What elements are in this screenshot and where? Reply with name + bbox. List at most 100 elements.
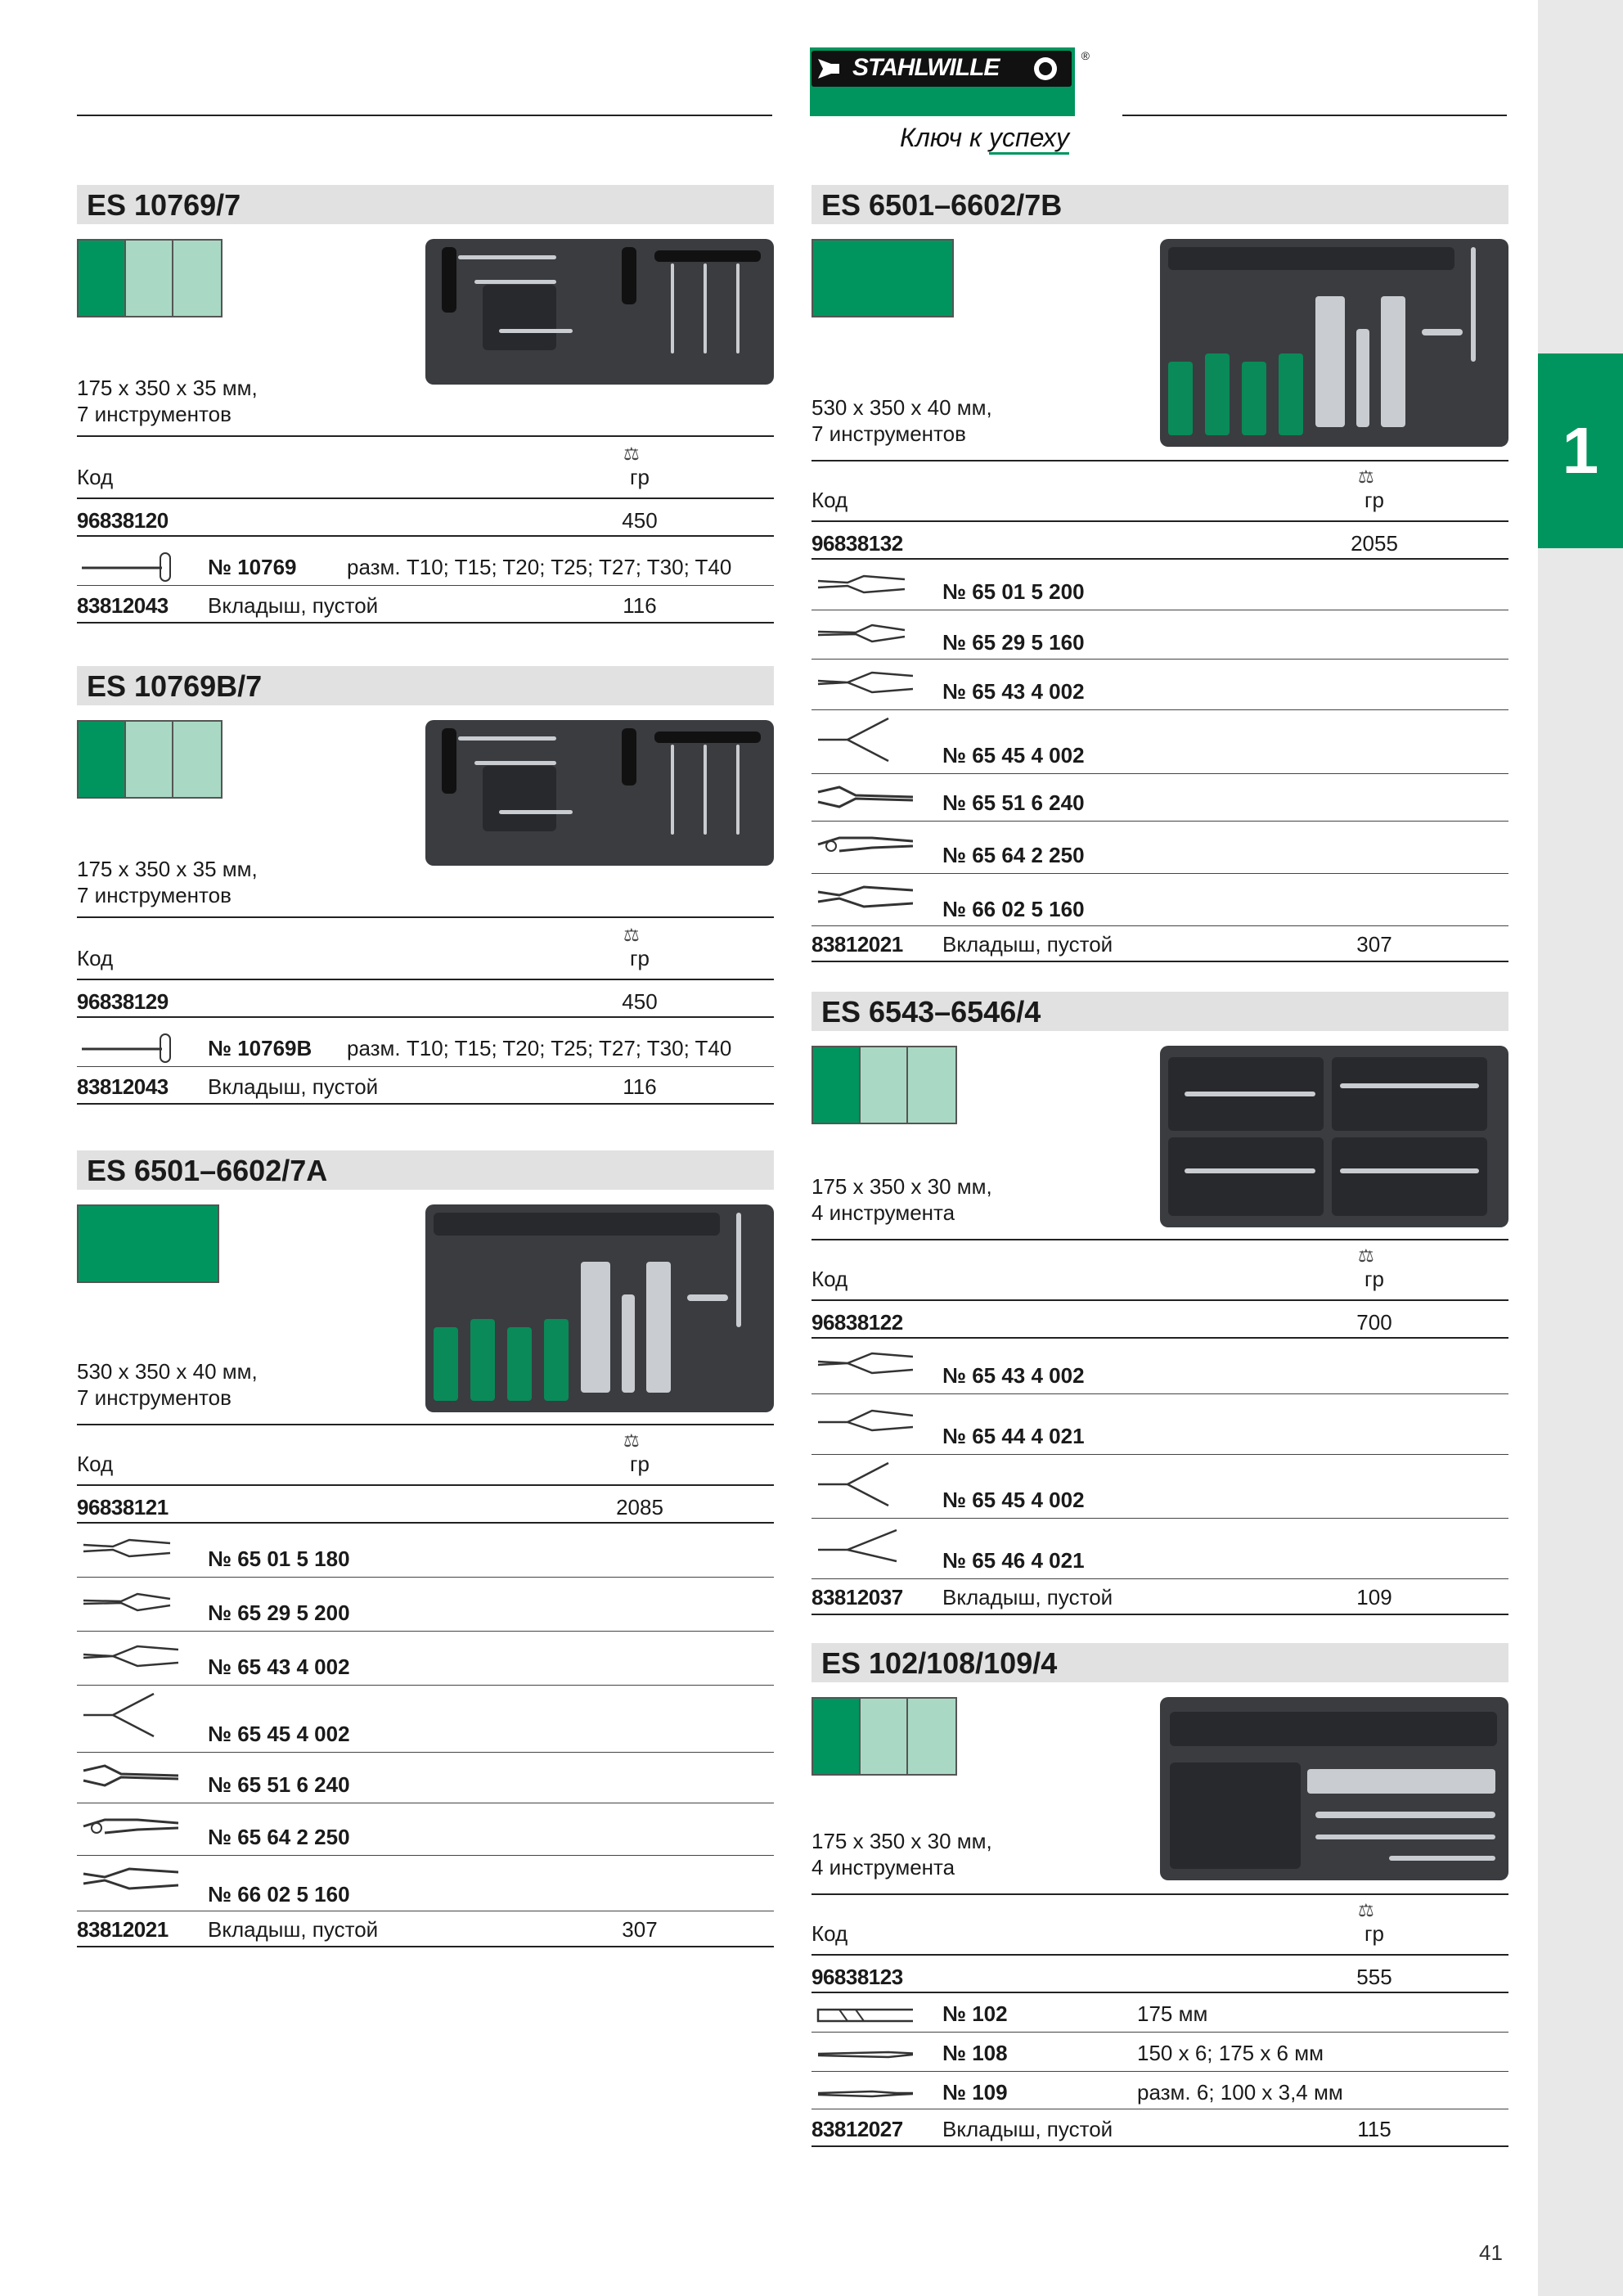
t-handle-icon <box>82 552 171 582</box>
swatch <box>908 1047 955 1123</box>
insert-label: Вкладыш, пустой <box>208 1074 379 1099</box>
wrench-icon <box>818 59 839 79</box>
rule <box>812 1239 1508 1240</box>
item-row: № 65 45 4 002 <box>77 1687 774 1753</box>
item-number: № 65 01 5 180 <box>208 1546 350 1571</box>
rule <box>812 460 1508 461</box>
color-swatches <box>77 1204 219 1283</box>
gear-icon <box>1034 57 1057 80</box>
item-number: № 65 44 4 021 <box>942 1424 1085 1448</box>
item-number: № 10769 <box>208 555 297 579</box>
circlip-pliers-open-icon <box>83 1692 155 1738</box>
item-number: № 65 43 4 002 <box>942 1363 1085 1388</box>
product-block-1: ES 10769/7 175 x 350 x 35 мм, 7 инструме… <box>77 185 774 639</box>
product-photo <box>425 1204 774 1412</box>
flat-nose-pliers-icon <box>83 1592 171 1612</box>
item-row: № 65 29 5 200 <box>77 1579 774 1632</box>
tool-count-text: 7 инструментов <box>77 1385 232 1410</box>
item-row: № 109 разм. 6; 100 x 3,4 мм <box>812 2073 1508 2109</box>
side-band <box>1538 0 1623 2296</box>
item-row: № 65 51 6 240 <box>812 776 1508 822</box>
insert-label: Вкладыш, пустой <box>208 1917 379 1942</box>
color-swatches <box>77 239 223 317</box>
tool-count-text: 7 инструментов <box>812 421 966 446</box>
brand-slogan: Ключ к успеху <box>900 123 1069 155</box>
circlip-pliers-icon <box>817 1352 913 1375</box>
set-row: 96838129 450 <box>77 982 774 1018</box>
punch-icon <box>817 2051 913 2059</box>
insert-label: Вкладыш, пустой <box>942 1585 1113 1609</box>
item-row: № 66 02 5 160 <box>812 876 1508 926</box>
insert-code: 83812027 <box>812 2117 903 2141</box>
product-photo <box>425 239 774 385</box>
insert-weight: 307 <box>1356 932 1392 957</box>
set-weight: 450 <box>622 989 658 1014</box>
color-swatches <box>77 720 223 799</box>
insert-label: Вкладыш, пустой <box>208 593 379 618</box>
swatch <box>861 1699 908 1774</box>
item-row: № 65 43 4 002 <box>812 661 1508 710</box>
scale-icon: ⚖ <box>1358 466 1374 487</box>
set-weight: 555 <box>1356 1965 1392 1989</box>
item-info: разм. T10; T15; T20; T25; T27; T30; T40 <box>347 555 732 579</box>
set-code: 96838132 <box>812 531 903 556</box>
item-row: № 65 01 5 180 <box>77 1525 774 1578</box>
item-number: № 109 <box>942 2080 1008 2105</box>
item-number: № 65 29 5 200 <box>208 1600 350 1625</box>
code-label: Код <box>77 465 114 489</box>
dimensions-text: 530 x 350 x 40 мм, <box>77 1359 258 1384</box>
rule <box>77 435 774 437</box>
insert-label: Вкладыш, пустой <box>942 2117 1113 2141</box>
water-pump-pliers-icon <box>83 1764 178 1787</box>
circlip-pliers-icon <box>817 671 913 694</box>
color-swatches <box>812 1046 957 1124</box>
item-number: № 108 <box>942 2041 1008 2065</box>
code-label: Код <box>77 1452 114 1476</box>
tool-count-text: 7 инструментов <box>77 883 232 907</box>
set-code: 96838123 <box>812 1965 903 1989</box>
dimensions-text: 175 x 350 x 35 мм, <box>77 376 258 400</box>
circlip-pliers-open-icon <box>818 1461 889 1507</box>
tool-count-text: 4 инструмента <box>812 1200 955 1225</box>
item-number: № 65 64 2 250 <box>208 1825 350 1849</box>
combination-pliers-icon <box>83 1538 171 1558</box>
circlip-pliers-open-icon <box>818 717 889 763</box>
swatch <box>79 1206 218 1281</box>
block-title: ES 6501–6602/7A <box>77 1150 774 1190</box>
header-rule-left <box>77 115 772 116</box>
scale-icon: ⚖ <box>1358 1900 1374 1920</box>
flat-nose-pliers-icon <box>817 624 906 643</box>
item-row: № 66 02 5 160 <box>77 1857 774 1911</box>
swatch <box>813 1699 861 1774</box>
item-info: разм. 6; 100 x 3,4 мм <box>1137 2080 1343 2105</box>
set-weight: 700 <box>1356 1310 1392 1335</box>
registered-mark: ® <box>1081 49 1090 62</box>
item-number: № 65 45 4 002 <box>208 1722 350 1746</box>
code-label: Код <box>812 488 848 512</box>
header-rule-right <box>1122 115 1507 116</box>
insert-weight: 116 <box>623 593 657 618</box>
weight-label: гр <box>630 946 650 970</box>
chisel-icon <box>816 2008 913 2023</box>
rule <box>77 1424 774 1425</box>
color-swatches <box>812 1697 957 1776</box>
locking-pliers-icon <box>817 836 913 853</box>
set-code: 96838122 <box>812 1310 903 1335</box>
insert-weight: 307 <box>622 1917 658 1942</box>
insert-weight: 116 <box>623 1074 657 1099</box>
chapter-tab: 1 <box>1538 353 1623 548</box>
product-block-2: ES 10769B/7 175 x 350 x 35 мм, 7 инструм… <box>77 666 774 1120</box>
item-info: разм. T10; T15; T20; T25; T27; T30; T40 <box>347 1036 732 1060</box>
item-row: № 65 45 4 002 <box>812 712 1508 774</box>
set-code: 96838129 <box>77 989 169 1014</box>
item-number: № 65 43 4 002 <box>208 1654 350 1679</box>
item-number: № 65 46 4 021 <box>942 1548 1085 1573</box>
color-swatches <box>812 239 954 317</box>
insert-code: 83812021 <box>77 1917 169 1942</box>
insert-weight: 109 <box>1356 1585 1392 1609</box>
product-block-6: ES 102/108/109/4 175 x 350 x 30 мм, 4 ин… <box>812 1643 1508 2150</box>
